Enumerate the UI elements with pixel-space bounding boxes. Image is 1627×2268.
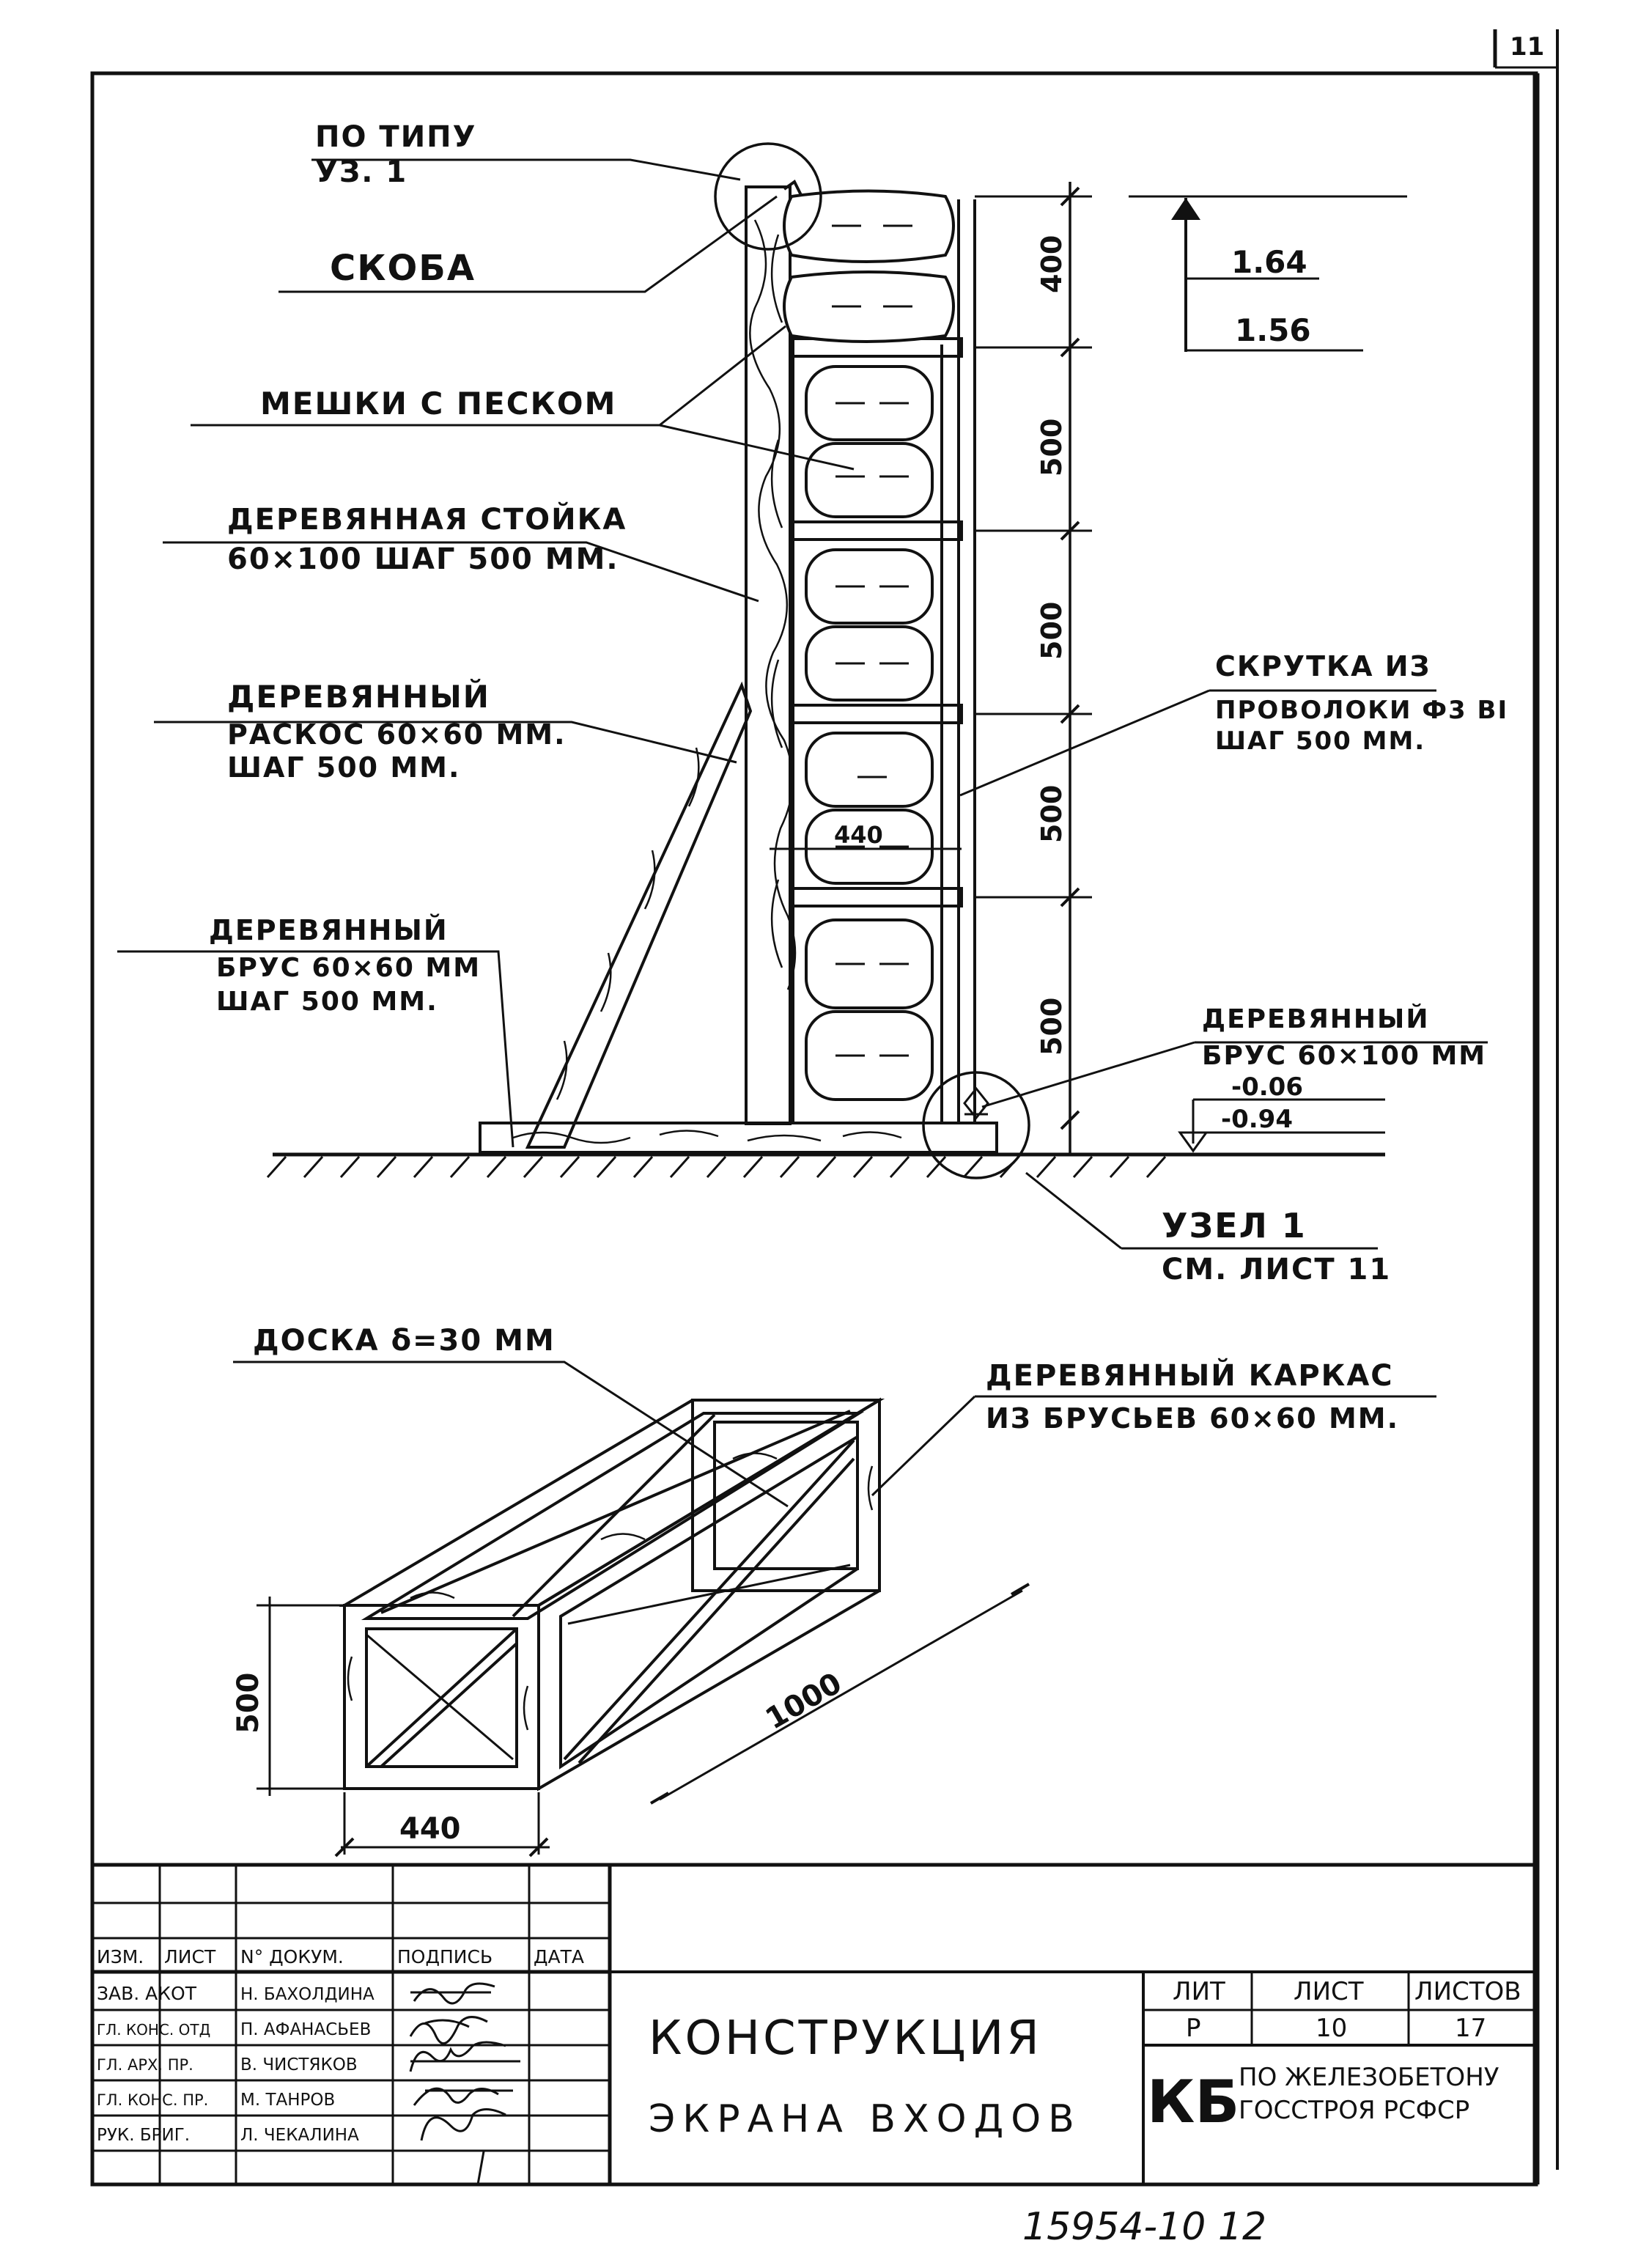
tb-name-0: Н. БАХОЛДИНА — [240, 1985, 375, 2004]
callout-meshki: МЕШКИ С ПЕСКОМ — [260, 386, 616, 421]
dim-500-a: 500 — [1036, 419, 1068, 476]
sill-beam — [479, 1122, 998, 1154]
frame-doska: ДОСКА δ=30 ММ — [253, 1324, 556, 1358]
level-bottom-2: -0.94 — [1221, 1105, 1293, 1134]
callout-brus-right-1: ДЕРЕВЯННЫЙ — [1202, 1004, 1429, 1034]
leader-lines — [117, 158, 1488, 1250]
tb-header-date: ДАТА — [534, 1946, 584, 1967]
frame-drawing: 500 440 1000 ДОСКА δ=30 ММ ДЕРЕВЯННЫЙ КА… — [232, 1324, 1436, 1858]
ground-line — [266, 1152, 1385, 1178]
callout-brus-left-2: БРУС 60×60 ММ — [216, 953, 481, 983]
tb-org-code: КБ — [1147, 2068, 1239, 2136]
tb-header-list: ЛИСТ — [164, 1946, 216, 1967]
frame-front-face — [343, 1604, 540, 1790]
section-drawing: 400 500 500 500 500 440 1.64 1.56 -0.06 … — [117, 120, 1508, 1286]
level-top-2: 1.56 — [1235, 312, 1311, 348]
signatures — [409, 1982, 520, 2185]
tb-role-4: РУК. БРИГ. — [97, 2126, 190, 2145]
dim-inner-width: 440 — [834, 821, 883, 849]
page-number: 11 — [1510, 32, 1544, 62]
frame-karkas-2: ИЗ БРУСЬЕВ 60×60 ММ. — [986, 1402, 1399, 1435]
tb-sheet: 10 — [1316, 2014, 1347, 2043]
node-circle-bottom — [922, 1071, 1030, 1179]
wooden-post — [745, 180, 803, 1125]
signature-0 — [410, 1982, 495, 2005]
tb-stage-header: ЛИТ — [1173, 1977, 1225, 2006]
tb-sheet-header: ЛИСТ — [1294, 1977, 1364, 2006]
dim-500-c: 500 — [1036, 785, 1068, 843]
level-bottom-1: -0.06 — [1231, 1072, 1303, 1102]
callout-uz1: УЗ. 1 — [315, 155, 407, 189]
callout-skrutka-2: ПРОВОЛОКИ Ф3 ВI — [1215, 696, 1508, 725]
callout-raskos-2: РАСКОС 60×60 ММ. — [227, 718, 567, 751]
node-circle-top — [714, 142, 822, 251]
callout-raskos-3: ШАГ 500 ММ. — [227, 751, 460, 784]
tb-name-4: Л. ЧЕКАЛИНА — [240, 2126, 359, 2145]
tb-role-0: ЗАВ. АКОТ — [97, 1983, 197, 2004]
sheet-border — [90, 29, 1559, 2187]
frame-side-face — [537, 1397, 881, 1792]
frame-dim-height: 500 — [232, 1673, 265, 1734]
callout-raskos-1: ДЕРЕВЯННЫЙ — [227, 678, 490, 715]
tb-name-1: П. АФАНАСЬЕВ — [240, 2020, 371, 2039]
callout-skoba: СКОБА — [330, 248, 476, 289]
frame-rails — [792, 199, 976, 1124]
signature-1 — [409, 2016, 488, 2045]
signature-4 — [420, 2108, 506, 2185]
tb-sheets-header: ЛИСТОВ — [1414, 1977, 1521, 2006]
tb-header-izm: ИЗМ. — [97, 1946, 144, 1967]
drawing-title-2: ЭКРАНА ВХОДОВ — [649, 2097, 1082, 2141]
tb-org-line-1: ПО ЖЕЛЕЗОБЕТОНУ — [1239, 2063, 1499, 2092]
callout-uzel-2: СМ. ЛИСТ 11 — [1162, 1253, 1391, 1286]
tb-org-line-2: ГОССТРОЯ РСФСР — [1239, 2096, 1469, 2125]
signature-3 — [413, 2087, 513, 2106]
callout-stoyka-1: ДЕРЕВЯННАЯ СТОЙКА — [227, 501, 627, 537]
dim-500-b: 500 — [1036, 602, 1068, 660]
frame-dim-width: 440 — [399, 1812, 461, 1846]
tb-sheets: 17 — [1455, 2014, 1486, 2043]
callout-stoyka-2: 60×100 ШАГ 500 ММ. — [227, 542, 619, 576]
callout-po-tipu: ПО ТИПУ — [315, 120, 476, 154]
callout-brus-left-3: ШАГ 500 ММ. — [216, 987, 438, 1017]
frame-dim-length: 1000 — [760, 1666, 847, 1737]
level-top-1: 1.64 — [1231, 244, 1307, 280]
signature-2 — [409, 2041, 520, 2072]
tb-role-2: ГЛ. АРХ. ПР. — [97, 2056, 193, 2074]
level-mark-bottom — [1178, 1098, 1385, 1153]
doc-number: 15954-10 12 — [1022, 2205, 1266, 2249]
tb-header-doc: N° ДОКУМ. — [240, 1946, 344, 1967]
vertical-dimension — [975, 182, 1092, 1155]
tb-name-3: М. ТАНРОВ — [240, 2091, 335, 2110]
tb-role-3: ГЛ. КОНС. ПР. — [97, 2091, 208, 2109]
tb-role-1: ГЛ. КОНС. ОТД — [97, 2021, 210, 2039]
callout-brus-left-1: ДЕРЕВЯННЫЙ — [209, 914, 449, 946]
title-block — [92, 1863, 1536, 2184]
tb-stage: Р — [1186, 2014, 1201, 2043]
level-mark-top — [1129, 195, 1407, 352]
callout-skrutka-3: ШАГ 500 ММ. — [1215, 726, 1425, 756]
frame-karkas-1: ДЕРЕВЯННЫЙ КАРКАС — [986, 1358, 1394, 1393]
tb-header-sign: ПОДПИСЬ — [397, 1946, 492, 1967]
callout-brus-right-2: БРУС 60×100 ММ — [1202, 1041, 1486, 1071]
callout-uzel-1: УЗЕЛ 1 — [1162, 1206, 1307, 1245]
tb-name-2: В. ЧИСТЯКОВ — [240, 2055, 358, 2074]
sand-bags — [783, 189, 955, 1101]
diagonal-brace — [525, 681, 753, 1149]
drawing-title-1: КОНСТРУКЦИЯ — [649, 2011, 1042, 2066]
dim-400: 400 — [1036, 235, 1068, 293]
dim-500-d: 500 — [1036, 998, 1068, 1056]
callout-skrutka-1: СКРУТКА ИЗ — [1215, 650, 1431, 682]
